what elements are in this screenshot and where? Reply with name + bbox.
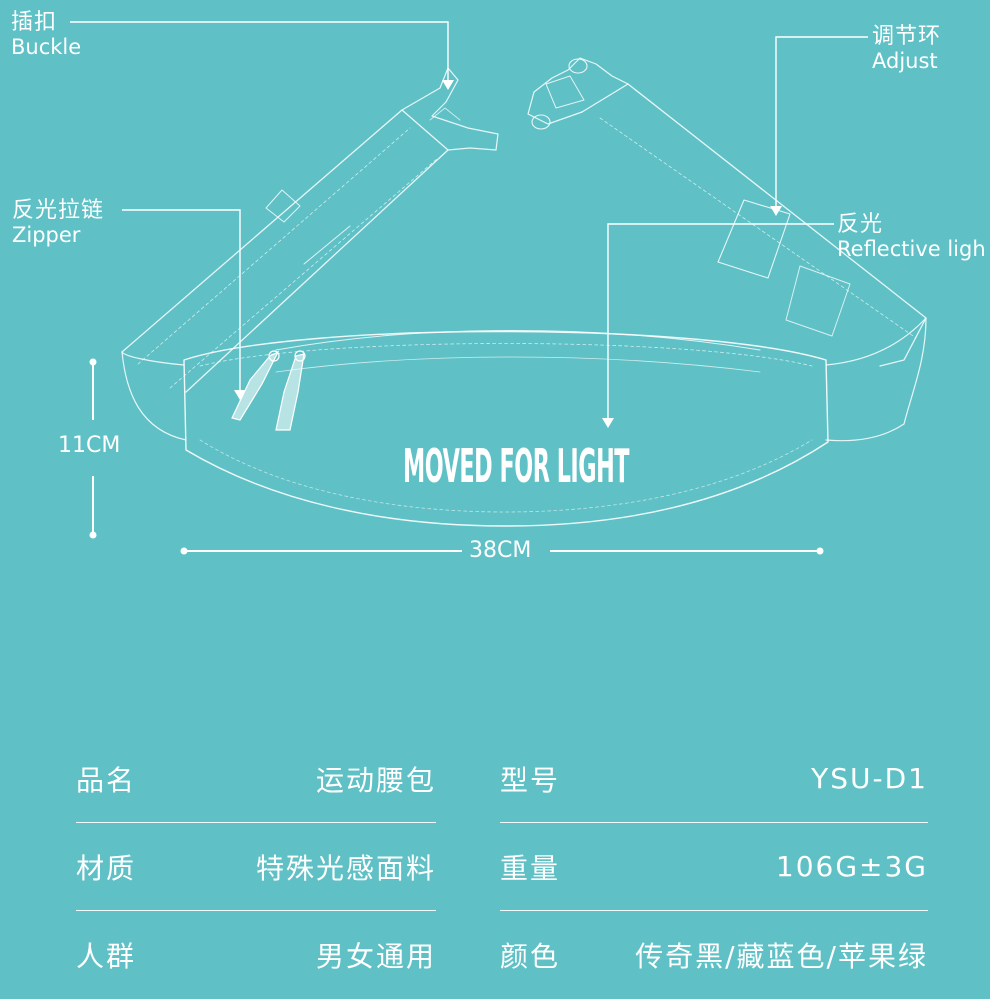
adjust-leader (775, 36, 868, 212)
zipper-label-cn: 反光拉链 (12, 198, 105, 223)
buckle-label-cn: 插扣 (11, 10, 58, 35)
buckle-shape (401, 67, 499, 151)
spec-label: 颜色 (500, 940, 561, 973)
spec-row: 材质 特殊光感面料 重量 106G±3G (76, 823, 928, 911)
spec-value: 特殊光感面料 (255, 851, 436, 885)
spec-label: 重量 (500, 851, 561, 885)
spec-value: 106G±3G (775, 850, 928, 883)
reflective-callout: 反光 Reflective ligh (837, 212, 990, 261)
zipper-label-en: Zipper (12, 223, 81, 248)
spec-cell-color: 颜色 传奇黑/藏蓝色/苹果绿 (500, 911, 928, 999)
reflective-leader (607, 223, 834, 424)
buckle-callout: 插扣 Buckle (11, 10, 81, 59)
zipper-pulls (231, 350, 306, 431)
left-strap (121, 109, 449, 393)
spec-label: 品名 (76, 763, 137, 797)
zipper-callout: 反光拉链 Zipper (12, 198, 104, 247)
spec-cell-audience: 人群 男女通用 (76, 911, 436, 999)
reflective-label-en: Reflective ligh (837, 237, 986, 262)
adjust-buckle-shape (527, 57, 629, 125)
spec-value: 男女通用 (315, 940, 436, 973)
spec-cell-weight: 重量 106G±3G (500, 823, 928, 911)
spec-value: 传奇黑/藏蓝色/苹果绿 (635, 940, 928, 973)
spec-row: 品名 运动腰包 型号 YSU-D1 (76, 735, 928, 823)
adjust-label-cn: 调节环 (872, 24, 942, 49)
reflective-label-cn: 反光 (837, 212, 884, 237)
spec-cell-name: 品名 运动腰包 (76, 735, 436, 823)
waist-bag-illustration: MOVED FOR LIGHT (70, 21, 927, 555)
spec-label: 型号 (500, 763, 561, 797)
spec-label: 人群 (76, 940, 137, 973)
product-logo-text: MOVED FOR LIGHT (403, 439, 630, 493)
spec-value: 运动腰包 (315, 763, 436, 797)
spec-cell-material: 材质 特殊光感面料 (76, 823, 436, 911)
spec-value: YSU-D1 (811, 762, 928, 795)
spec-cell-model: 型号 YSU-D1 (500, 735, 928, 823)
zipper-leader (122, 209, 241, 396)
buckle-leader (70, 21, 449, 86)
spec-table: 品名 运动腰包 型号 YSU-D1 材质 特殊光感面料 重量 106G±3G 人… (76, 735, 928, 999)
height-dimension-label: 11CM (58, 433, 121, 458)
buckle-label-en: Buckle (11, 35, 82, 60)
adjust-label-en: Adjust (872, 49, 938, 74)
adjust-callout: 调节环 Adjust (872, 24, 941, 73)
spec-row: 人群 男女通用 颜色 传奇黑/藏蓝色/苹果绿 (76, 911, 928, 999)
width-dimension-label: 38CM (469, 538, 532, 563)
spec-label: 材质 (76, 851, 137, 885)
